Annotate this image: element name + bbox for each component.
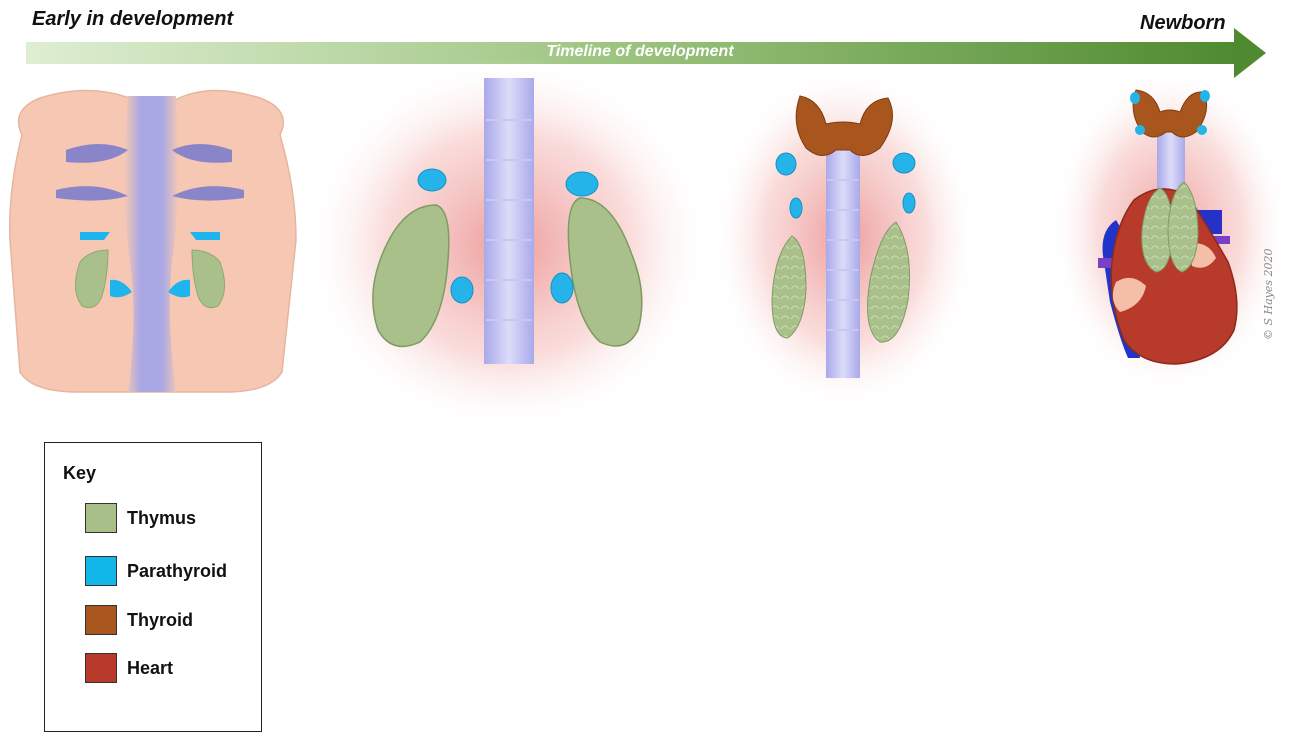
key-legend: Key Thymus Parathyroid Thyroid Heart: [44, 442, 262, 732]
key-item-label: Heart: [127, 658, 173, 679]
parathyroid-swatch: [85, 556, 117, 586]
key-item-thyroid: Thyroid: [85, 605, 193, 635]
timeline-arrow-label: Timeline of development: [0, 43, 1280, 61]
key-title: Key: [63, 463, 96, 484]
key-item-thymus: Thymus: [85, 503, 196, 533]
copyright-signature: © S Hayes 2020: [1262, 248, 1275, 340]
key-item-parathyroid: Parathyroid: [85, 556, 227, 586]
stage-2-migrating: [303, 55, 713, 435]
key-item-heart: Heart: [85, 653, 173, 683]
thyroid-swatch: [85, 605, 117, 635]
key-item-label: Thyroid: [127, 610, 193, 631]
thymus-swatch: [85, 503, 117, 533]
timeline-start-label: Early in development: [32, 8, 233, 31]
timeline-end-label: Newborn: [1140, 12, 1226, 35]
key-item-label: Parathyroid: [127, 561, 227, 582]
stage-3-descended: [710, 63, 980, 413]
stage-4-newborn: [1050, 65, 1290, 395]
stage-1-pharyngeal: [10, 90, 296, 392]
key-item-label: Thymus: [127, 508, 196, 529]
heart-swatch: [85, 653, 117, 683]
